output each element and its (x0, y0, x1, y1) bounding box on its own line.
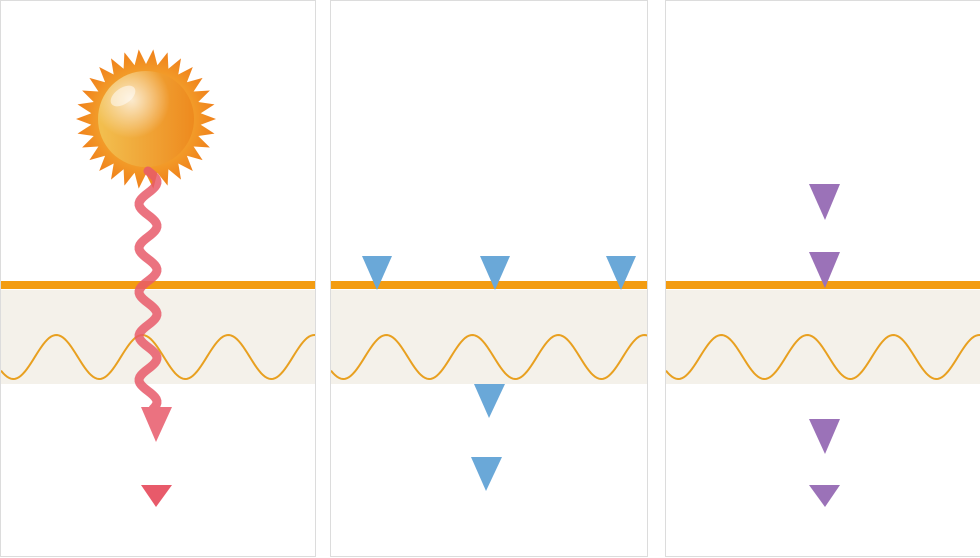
wave-line (1, 334, 315, 380)
surface-line (666, 281, 980, 289)
panel-1-drawing (1, 49, 315, 507)
red-triangle-marker (141, 485, 172, 507)
purple-triangle-marker (809, 184, 840, 220)
subsurface-layer (1, 290, 315, 384)
panel-3-drawing (666, 184, 980, 507)
wave-line (331, 334, 647, 380)
panel-purple-markers (665, 0, 980, 557)
surface-line (331, 281, 647, 289)
blue-triangle-marker (362, 256, 392, 290)
panel-2-drawing (331, 256, 647, 491)
purple-triangle-marker (809, 485, 840, 507)
subsurface-layer (331, 290, 647, 384)
blue-triangle-marker (471, 457, 502, 491)
blue-triangle-marker (480, 256, 510, 290)
purple-triangle-marker (809, 419, 840, 454)
panel-sun-radiation (0, 0, 316, 557)
blue-triangle-marker (474, 384, 505, 418)
wavy-ray-arrow (134, 166, 172, 442)
purple-triangle-marker (809, 252, 840, 288)
panel-blue-markers (330, 0, 648, 557)
wave-line (666, 334, 980, 380)
surface-line (1, 281, 315, 289)
blue-triangle-marker (606, 256, 636, 290)
sun-icon (76, 49, 216, 189)
subsurface-layer (666, 290, 980, 384)
